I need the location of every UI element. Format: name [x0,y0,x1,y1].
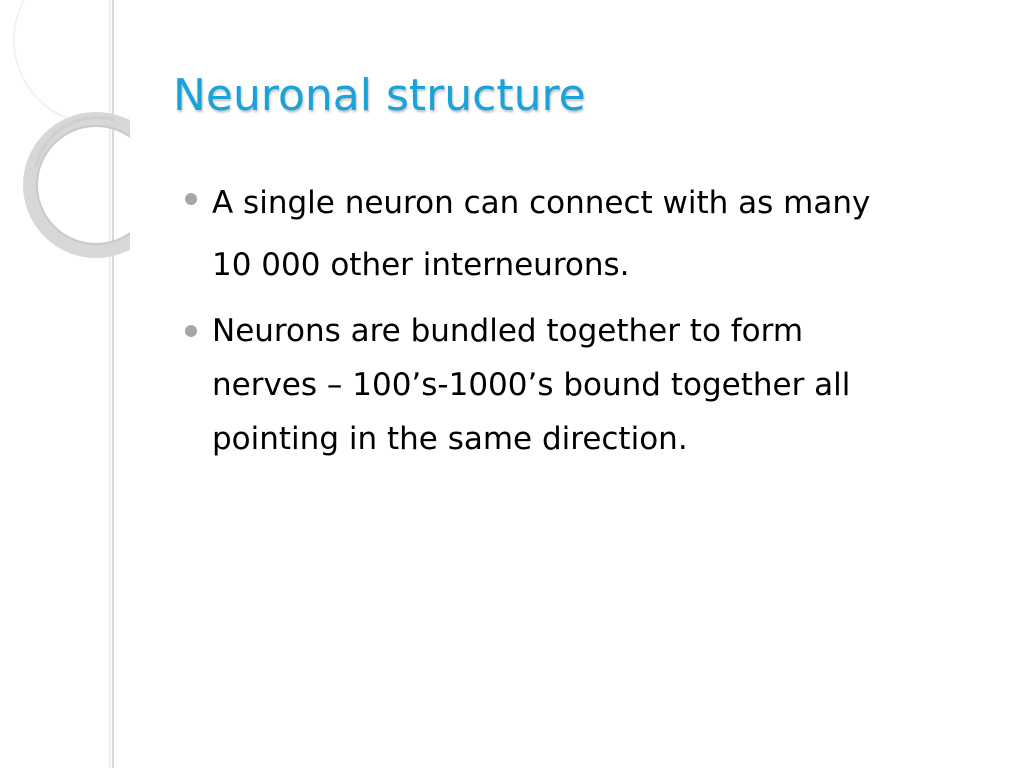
bullet-item: A single neuron can connect with as many… [183,172,1003,296]
bullet-text: Neurons are bundled together to form ner… [212,313,851,457]
slide-title: Neuronal structure [173,70,586,121]
ring-ornament-icon [13,0,130,768]
bullet-text: A single neuron can connect with as many… [212,185,871,283]
bullet-item: Neurons are bundled together to form ner… [183,304,1003,466]
bullet-list: A single neuron can connect with as many… [183,172,1003,474]
bullet-dot-icon [185,193,197,205]
bullet-dot-icon [185,325,197,337]
